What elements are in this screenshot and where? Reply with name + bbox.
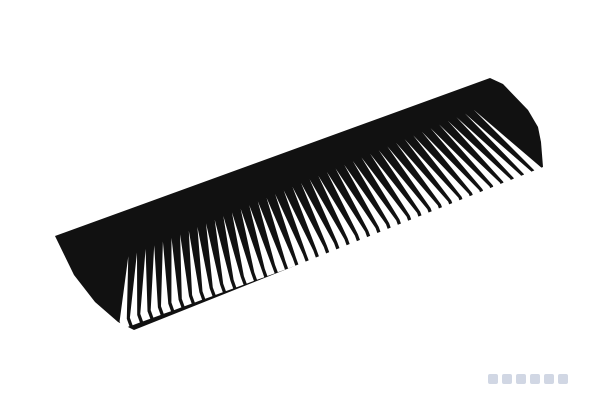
comb-tooth-gap — [214, 219, 234, 292]
comb-tooth-gap — [197, 226, 213, 299]
watermark-mark-1 — [488, 374, 498, 384]
comb-tooth-gap — [396, 142, 451, 212]
comb-tooth-gap — [421, 131, 482, 201]
comb-tooth-gap — [257, 201, 285, 273]
comb-tooth-gap — [266, 197, 296, 269]
comb-tooth-gap — [240, 208, 265, 280]
comb-tooth-gap — [413, 135, 472, 205]
comb-tooth-gap — [447, 120, 514, 190]
comb-tooth-gap — [335, 168, 379, 239]
comb-tooth-gap — [150, 245, 161, 318]
comb-tooth-gap — [318, 175, 358, 246]
comb-tooth-gap — [387, 146, 441, 216]
comb-tooth-gap — [326, 172, 368, 242]
watermark-mark-4 — [530, 374, 540, 384]
comb-spine — [55, 78, 543, 330]
comb-teeth — [119, 109, 545, 329]
comb-tooth-gap — [283, 190, 317, 261]
comb-tooth-gap — [180, 234, 192, 307]
comb-tooth-gap — [430, 128, 493, 197]
comb-tooth-gap — [188, 230, 203, 303]
comb-tooth-gap — [140, 248, 151, 322]
watermark-logo — [488, 367, 588, 389]
comb-tooth-gap — [206, 223, 223, 295]
comb-tooth-gap — [361, 157, 410, 227]
comb-tooth-gap — [352, 161, 399, 231]
comb-tooth-gap — [275, 194, 306, 265]
comb-tooth-gap — [404, 139, 462, 208]
comb-tooth-gap — [171, 237, 182, 311]
comb-tooth-gap — [456, 117, 524, 186]
comb-tooth-gap — [344, 164, 389, 235]
comb-tooth-gap — [249, 205, 275, 276]
comb-tooth-gap — [473, 109, 545, 178]
watermark-mark-6 — [558, 374, 568, 384]
comb-tooth-gap — [370, 153, 420, 224]
comb-tooth-gap — [119, 256, 130, 329]
comb — [55, 78, 545, 330]
comb-tooth-gap — [309, 179, 348, 250]
comb-tooth-gap — [439, 124, 503, 193]
comb-tooth-gap — [378, 150, 431, 220]
comb-tooth-gap — [292, 186, 327, 258]
comb-tooth-gap — [465, 113, 534, 182]
comb-tooth-gap — [301, 183, 337, 254]
watermark-mark-5 — [544, 374, 554, 384]
watermark-mark-2 — [502, 374, 512, 384]
comb-tooth-gap — [161, 241, 171, 314]
comb-tooth-gap — [129, 252, 140, 326]
watermark-mark-3 — [516, 374, 526, 384]
comb-tooth-gap — [231, 212, 254, 284]
comb-tooth-gap — [223, 215, 244, 288]
